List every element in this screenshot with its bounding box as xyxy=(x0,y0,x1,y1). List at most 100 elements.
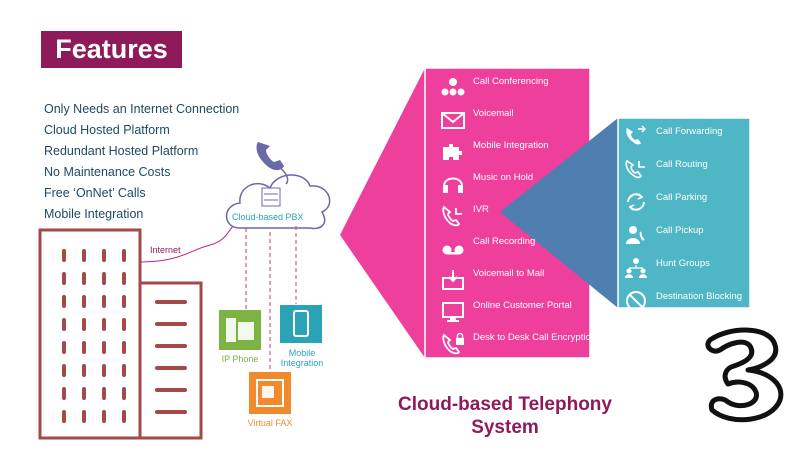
ivr-feature-label: Call Forwarding xyxy=(656,126,723,137)
mobile-integration-label: Mobile Integration xyxy=(278,348,326,368)
building-window xyxy=(122,295,126,308)
building-window xyxy=(155,322,187,326)
hunt-groups-icon xyxy=(625,258,647,278)
building-window xyxy=(82,272,86,285)
internet-line xyxy=(139,221,241,263)
building-window xyxy=(155,388,187,392)
building-window xyxy=(102,364,106,377)
building-window xyxy=(102,341,106,354)
building-window xyxy=(82,295,86,308)
building-window xyxy=(62,272,66,285)
building-window xyxy=(102,272,106,285)
pbx-label: Cloud-based PBX xyxy=(232,212,304,222)
main-feature-label: Desk to Desk Call Encryption xyxy=(473,332,597,343)
ip-phone-label: IP Phone xyxy=(221,354,259,364)
ivr-feature-item: Destination Blocking xyxy=(624,286,764,319)
main-feature-item: Voicemail to Mail xyxy=(440,264,600,296)
ivr-feature-label: Call Parking xyxy=(656,192,708,203)
feature-item: No Maintenance Costs xyxy=(44,165,171,179)
mobile-device xyxy=(280,305,322,343)
building-window xyxy=(155,300,187,304)
recording-icon xyxy=(442,245,464,255)
main-feature-item: IVR xyxy=(440,200,600,232)
blocking-icon xyxy=(626,291,646,311)
portal-icon xyxy=(442,302,464,322)
building-window xyxy=(122,364,126,377)
building-window xyxy=(122,318,126,331)
building-window xyxy=(122,272,126,285)
main-feature-item: Call Recording xyxy=(440,232,600,264)
building-window xyxy=(62,318,66,331)
main-feature-label: Call Conferencing xyxy=(473,76,549,87)
building-window xyxy=(122,249,126,262)
main-feature-label: IVR xyxy=(473,204,489,215)
building-window xyxy=(62,341,66,354)
building-window xyxy=(122,387,126,400)
mobile-label-line1: Mobile xyxy=(288,348,316,358)
virtual-fax-device xyxy=(249,372,291,414)
building-window xyxy=(82,318,86,331)
feature-list: Only Needs an Internet Connection Cloud … xyxy=(44,99,239,225)
feature-item: Free ‘OnNet’ Calls xyxy=(44,186,146,200)
main-feature-label: Music on Hold xyxy=(473,172,534,183)
ivr-feature-label: Hunt Groups xyxy=(656,258,710,269)
main-feature-item: Desk to Desk Call Encryption xyxy=(440,328,600,360)
main-feature-item: Call Conferencing xyxy=(440,72,600,104)
building-window xyxy=(155,410,187,414)
virtual-fax-label: Virtual FAX xyxy=(247,418,293,428)
building-window xyxy=(82,387,86,400)
building-window xyxy=(102,410,106,423)
cloud-icon xyxy=(225,174,331,230)
building-window xyxy=(82,249,86,262)
building-window xyxy=(62,364,66,377)
ivr-funnel xyxy=(500,118,618,308)
building-window xyxy=(62,387,66,400)
main-feature-label: Online Customer Portal xyxy=(473,300,572,311)
ivr-feature-item: Call Routing xyxy=(624,154,764,187)
ivr-feature-label: Call Pickup xyxy=(656,225,704,236)
puzzle-icon xyxy=(443,144,462,160)
main-feature-item: Music on Hold xyxy=(440,168,600,200)
feature-item: Mobile Integration xyxy=(44,207,144,221)
ip-phone-device xyxy=(219,310,261,350)
ivr-feature-item: Hunt Groups xyxy=(624,253,764,286)
main-feature-funnel xyxy=(340,68,425,358)
ivr-feature-item: Call Forwarding xyxy=(624,121,764,154)
main-feature-label: Mobile Integration xyxy=(473,140,549,151)
building-window xyxy=(62,295,66,308)
three-logo xyxy=(705,327,784,423)
ivr-feature-item: Call Parking xyxy=(624,187,764,220)
main-feature-label: Call Recording xyxy=(473,236,536,247)
feature-item: Cloud Hosted Platform xyxy=(44,123,170,137)
building-window xyxy=(155,366,187,370)
main-feature-item: Online Customer Portal xyxy=(440,296,600,328)
building-window xyxy=(102,295,106,308)
main-feature-label: Voicemail xyxy=(473,108,514,119)
building-window xyxy=(82,341,86,354)
building-window xyxy=(82,410,86,423)
internet-label: Internet xyxy=(150,245,181,255)
building-window xyxy=(122,341,126,354)
inbox-icon xyxy=(442,270,464,290)
building-window xyxy=(102,249,106,262)
ivr-feature-label: Call Routing xyxy=(656,159,708,170)
page-title: Features xyxy=(41,31,182,68)
ivr-feature-item: Call Pickup xyxy=(624,220,764,253)
main-feature-item: Mobile Integration xyxy=(440,136,600,168)
mobile-label-line2: Integration xyxy=(280,358,324,368)
call-routing-icon xyxy=(625,159,645,179)
main-feature-item: Voicemail xyxy=(440,104,600,136)
main-feature-label: Voicemail to Mail xyxy=(473,268,545,279)
diagram-title: Cloud-based Telephony System xyxy=(360,393,650,439)
conference-icon xyxy=(441,78,465,96)
building-window xyxy=(62,249,66,262)
office-building xyxy=(38,228,203,440)
music-icon xyxy=(443,177,463,193)
diagram-title-line1: Cloud-based Telephony xyxy=(398,394,612,415)
call-pickup-icon xyxy=(626,226,645,244)
building-window xyxy=(82,364,86,377)
feature-item: Only Needs an Internet Connection xyxy=(44,102,240,116)
building-window xyxy=(102,387,106,400)
building-window xyxy=(155,344,187,348)
